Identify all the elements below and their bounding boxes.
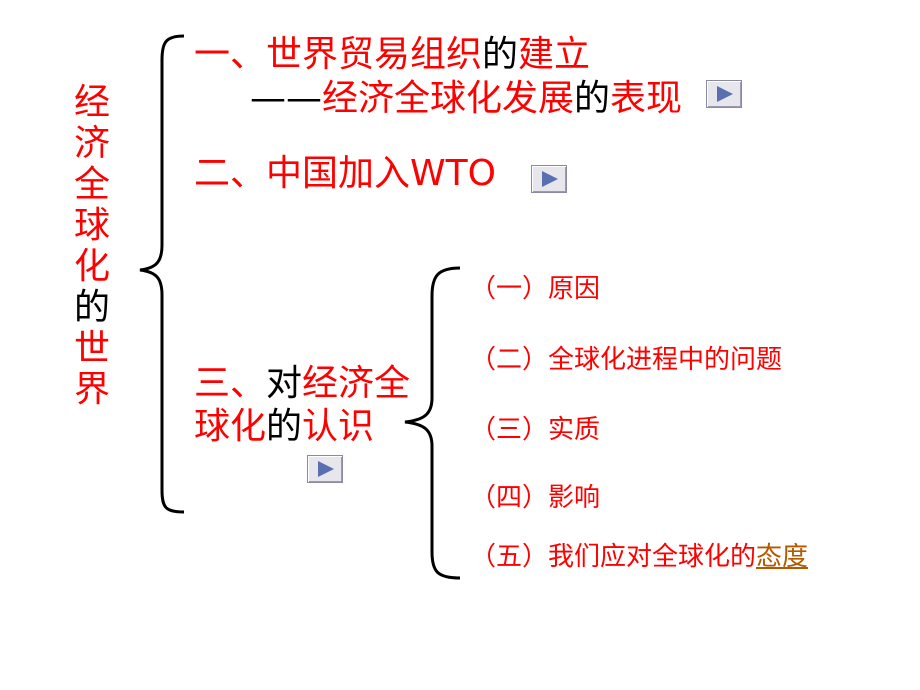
attitude-link[interactable]: 态度 [756, 542, 809, 572]
subitem-text: 全球化进程中的问题 [548, 345, 783, 375]
title-char: 界 [73, 369, 110, 410]
section1-sub-part1: 经济全球化发展 [322, 78, 575, 119]
subitem-text: 原因 [548, 274, 601, 304]
section3-heading-line2: 球化的认识 [194, 405, 374, 449]
title-char: 化 [73, 246, 110, 287]
section1-part1: 一、世界贸易组织 [194, 34, 483, 75]
section1-subheading: ——经济全球化发展的表现 [250, 77, 682, 121]
section3-play-button[interactable] [307, 455, 343, 483]
main-brace [139, 34, 185, 514]
subitem-4: （四）影响 [470, 481, 600, 515]
play-triangle-icon [717, 86, 733, 102]
play-triangle-icon [542, 171, 558, 187]
section3-part1: 三、 [194, 363, 267, 404]
subitem-3: （三）实质 [470, 413, 600, 447]
subitem-number: （一） [470, 274, 549, 304]
section1-play-button[interactable] [706, 80, 742, 108]
section3-part2: 对 [266, 363, 303, 404]
subitem-text: 我们应对全球化的 [548, 542, 757, 572]
subitem-number: （二） [470, 345, 549, 375]
section1-heading: 一、世界贸易组织的建立 [194, 33, 590, 77]
section1-sub-part3: 表现 [610, 78, 683, 119]
section3-line2-part3: 认识 [302, 406, 375, 447]
title-char: 的 [73, 287, 110, 328]
title-char: 球 [73, 205, 110, 246]
subitem-1: （一）原因 [470, 272, 600, 306]
section3-line2-part1: 球化 [194, 406, 267, 447]
subitem-text: 影响 [548, 483, 601, 513]
title-char: 济 [73, 123, 110, 164]
subitem-text: 实质 [548, 415, 601, 445]
title-char: 全 [73, 164, 110, 205]
section1-part3: 建立 [518, 34, 591, 75]
subitem-5: （五）我们应对全球化的态度 [470, 540, 808, 574]
subitem-number: （三） [470, 415, 549, 445]
section3-line2-part2: 的 [266, 406, 303, 447]
subitem-number: （五） [470, 542, 549, 572]
section1-part2: 的 [482, 34, 519, 75]
section1-sub-part2: 的 [574, 78, 611, 119]
vertical-title: 经 济 全 球 化 的 世 界 [70, 82, 114, 410]
section2-heading: 二、中国加入WTO [194, 153, 496, 194]
title-char: 经 [73, 82, 110, 123]
section3-part3: 经济全 [302, 363, 411, 404]
subitem-2: （二）全球化进程中的问题 [470, 343, 782, 377]
title-char: 世 [73, 328, 110, 369]
sub-brace [404, 266, 461, 580]
section3-heading-line1: 三、对经济全 [194, 362, 410, 406]
section2-play-button[interactable] [531, 165, 567, 193]
play-triangle-icon [318, 461, 334, 477]
section1-dash: —— [250, 78, 322, 119]
subitem-number: （四） [470, 483, 549, 513]
